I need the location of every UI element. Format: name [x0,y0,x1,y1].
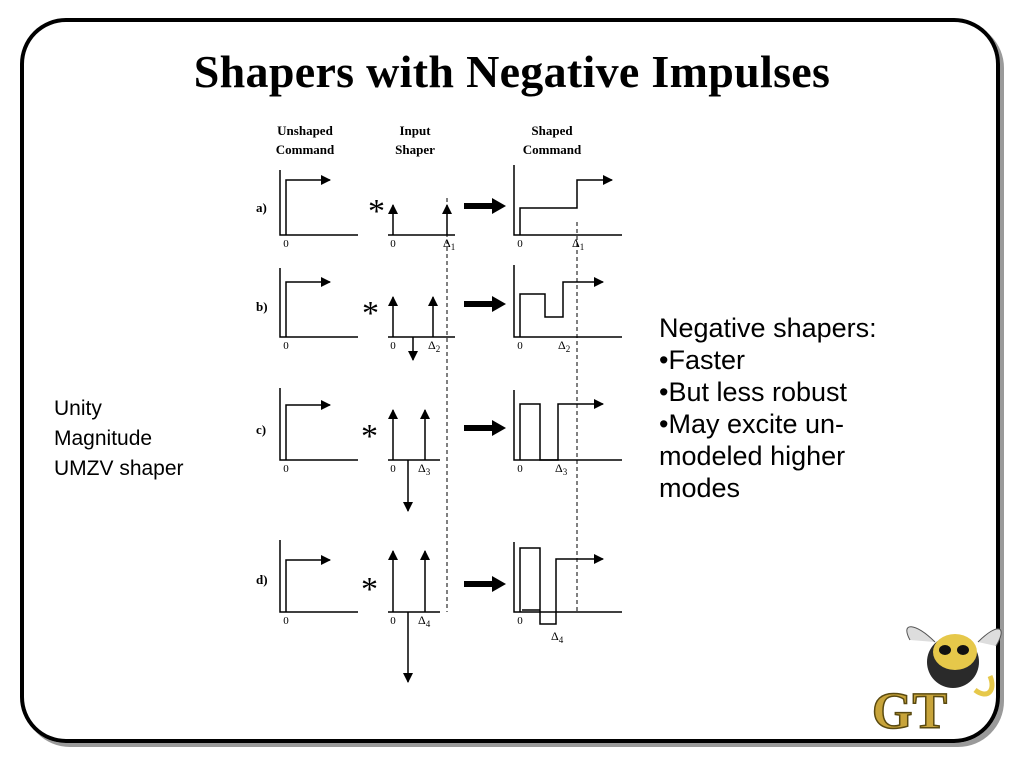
convolution-symbol: * [362,295,379,332]
shaped-axes [513,165,622,236]
notes-heading: Negative shapers: [659,313,877,343]
unshaped-step [285,400,331,460]
arrow-right-icon [492,198,506,214]
unshaped-axes [279,388,358,461]
zero-label: 0 [283,238,289,250]
zero-label: 0 [517,463,523,475]
delta-label: Δ4 [551,629,564,645]
shaped-response [519,399,604,461]
row-label: a) [256,200,267,215]
delta-label: Δ2 [558,338,570,354]
unshaped-axes [279,540,358,613]
shaped-axes [513,542,622,613]
umzv-shaper-label: Unity Magnitude UMZV shaper [54,394,184,484]
shaped-response [519,277,604,337]
zero-label: 0 [390,463,396,475]
notes-panel: Negative shapers: •Faster •But less robu… [659,312,959,504]
zero-label: 0 [283,615,289,627]
row-b: b) 0 * 0 Δ2 0 Δ2 [256,265,622,361]
convolution-symbol: * [361,418,378,455]
arrow-right-icon [492,576,506,592]
mascot-wing [977,628,1002,647]
zero-label: 0 [517,615,523,627]
slide-title: Shapers with Negative Impulses [193,46,831,97]
zero-label: 0 [283,340,289,352]
slide-background [20,18,1000,743]
arrow-right-icon [492,420,506,436]
delta-label: Δ2 [428,338,440,354]
arrow-right-icon [492,296,506,312]
zero-label: 0 [517,238,523,250]
delta-label: Δ3 [555,461,568,477]
column-header-shaped: Shaped Command [523,123,582,157]
column-header-unshaped: Unshaped Command [276,123,335,157]
notes-bullet: •But less robust [659,377,848,407]
left-label-line: Magnitude [54,427,153,450]
column-header-shaper: Input Shaper [395,123,435,157]
row-label: d) [256,572,268,587]
gt-yellow-jacket-logo: GT [871,626,1002,741]
convolution-symbol: * [368,193,385,230]
header-unshaped-line1: Unshaped [277,123,333,138]
delta-label: Δ3 [418,461,431,477]
convolution-symbol: * [361,571,378,608]
row-label: b) [256,299,268,314]
header-shaper-line1: Input [399,123,431,138]
unshaped-axes [279,268,358,338]
zero-label: 0 [517,340,523,352]
shaped-axes [513,265,622,338]
unshaped-step [285,277,331,337]
slide-frame [20,18,1000,743]
notes-bullet: •Faster [659,345,745,375]
notes-bullet: •May excite un- [659,409,845,439]
shaped-axes [513,390,622,461]
mascot-eye [957,645,969,655]
unshaped-step [285,175,331,235]
row-a: a) 0 * 0 Δ1 0 Δ1 [256,165,622,252]
mascot-stinger [973,675,995,697]
mascot-wing [906,626,936,643]
shaped-response [519,175,613,235]
header-shaper-line2: Shaper [395,142,435,157]
shaped-response [519,547,604,625]
delta-label: Δ1 [572,236,584,252]
zero-label: 0 [390,238,396,250]
left-label-line: Unity [54,397,102,420]
header-shaped-line2: Command [523,142,582,157]
delta-label: Δ4 [418,613,431,629]
header-unshaped-line2: Command [276,142,335,157]
mascot-face [933,634,977,670]
notes-bullet: modeled higher [659,441,846,471]
zero-label: 0 [390,615,396,627]
unshaped-step [285,555,331,612]
zero-label: 0 [390,340,396,352]
row-d: d) 0 * 0 Δ4 0 Δ4 [256,540,622,683]
row-c: c) 0 * 0 Δ3 0 Δ3 [256,388,622,512]
zero-label: 0 [283,463,289,475]
delta-label: Δ1 [443,236,455,252]
gt-logo-text: GT [872,683,947,740]
notes-bullet: modes [659,473,741,503]
header-shaped-line1: Shaped [531,123,573,138]
mascot-eye [939,645,951,655]
unshaped-axes [279,170,358,236]
left-label-line: UMZV shaper [54,457,184,480]
row-label: c) [256,422,266,437]
